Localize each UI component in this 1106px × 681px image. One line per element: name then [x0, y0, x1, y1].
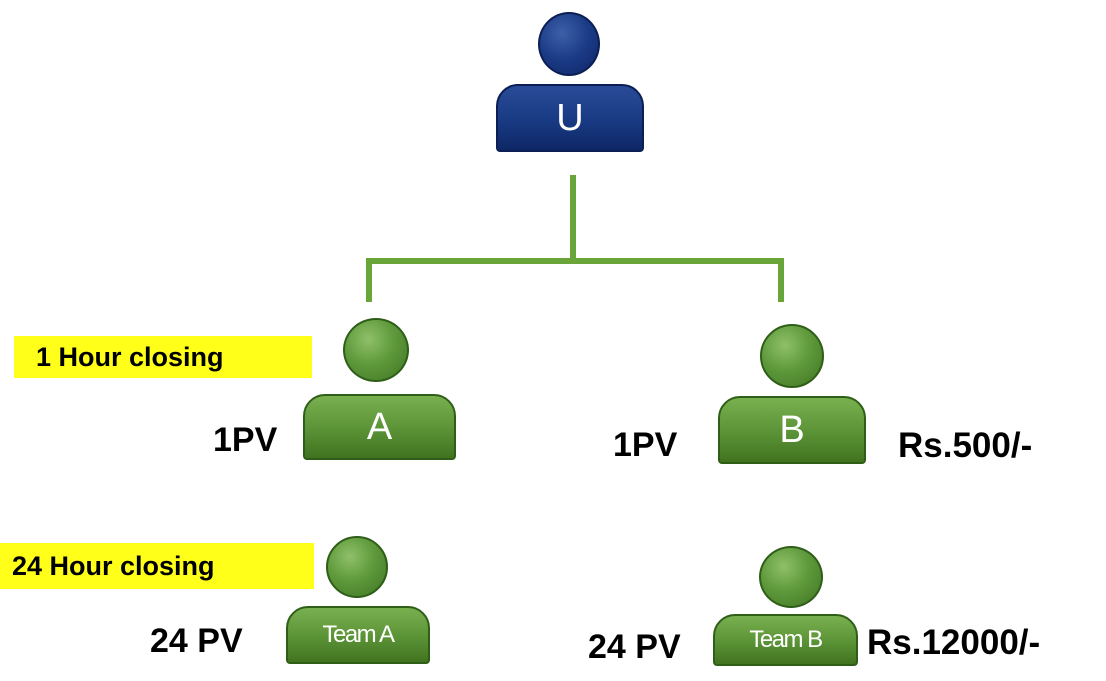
- node-u-head-icon: [538, 12, 600, 76]
- node-team-a-head-icon: [326, 536, 388, 598]
- node-team-b-label: Team B: [749, 626, 823, 653]
- node-u: U: [496, 12, 644, 152]
- node-b-amount: Rs.500/-: [898, 426, 1033, 465]
- node-team-a-pv: 24 PV: [150, 622, 243, 660]
- node-team-b: Team B: [713, 546, 858, 666]
- node-u-label: U: [556, 97, 584, 139]
- connector-vertical-top: [570, 175, 576, 261]
- node-a-label: A: [366, 406, 393, 448]
- badge-24-hour-closing: 24 Hour closing: [0, 543, 314, 589]
- node-team-b-head-icon: [759, 546, 823, 608]
- node-b: B: [718, 324, 866, 464]
- connector-right-drop: [778, 258, 784, 302]
- node-b-pv: 1PV: [613, 426, 678, 464]
- node-u-body: U: [496, 84, 644, 152]
- node-a: A: [303, 318, 456, 460]
- node-team-a-label: Team A: [322, 621, 395, 648]
- node-a-body: A: [303, 394, 456, 460]
- node-b-label: B: [779, 409, 805, 451]
- node-a-head-icon: [343, 318, 409, 382]
- connector-left-drop: [366, 258, 372, 302]
- connector-horizontal: [366, 258, 784, 264]
- node-team-a-body: Team A: [286, 606, 430, 664]
- node-a-pv: 1PV: [213, 421, 278, 459]
- node-b-body: B: [718, 396, 866, 464]
- node-team-b-amount: Rs.12000/-: [867, 623, 1041, 662]
- node-team-a: Team A: [286, 536, 430, 664]
- node-team-b-pv: 24 PV: [588, 628, 681, 666]
- badge-1-hour-closing: 1 Hour closing: [14, 336, 312, 378]
- node-team-b-body: Team B: [713, 614, 858, 666]
- node-b-head-icon: [760, 324, 824, 388]
